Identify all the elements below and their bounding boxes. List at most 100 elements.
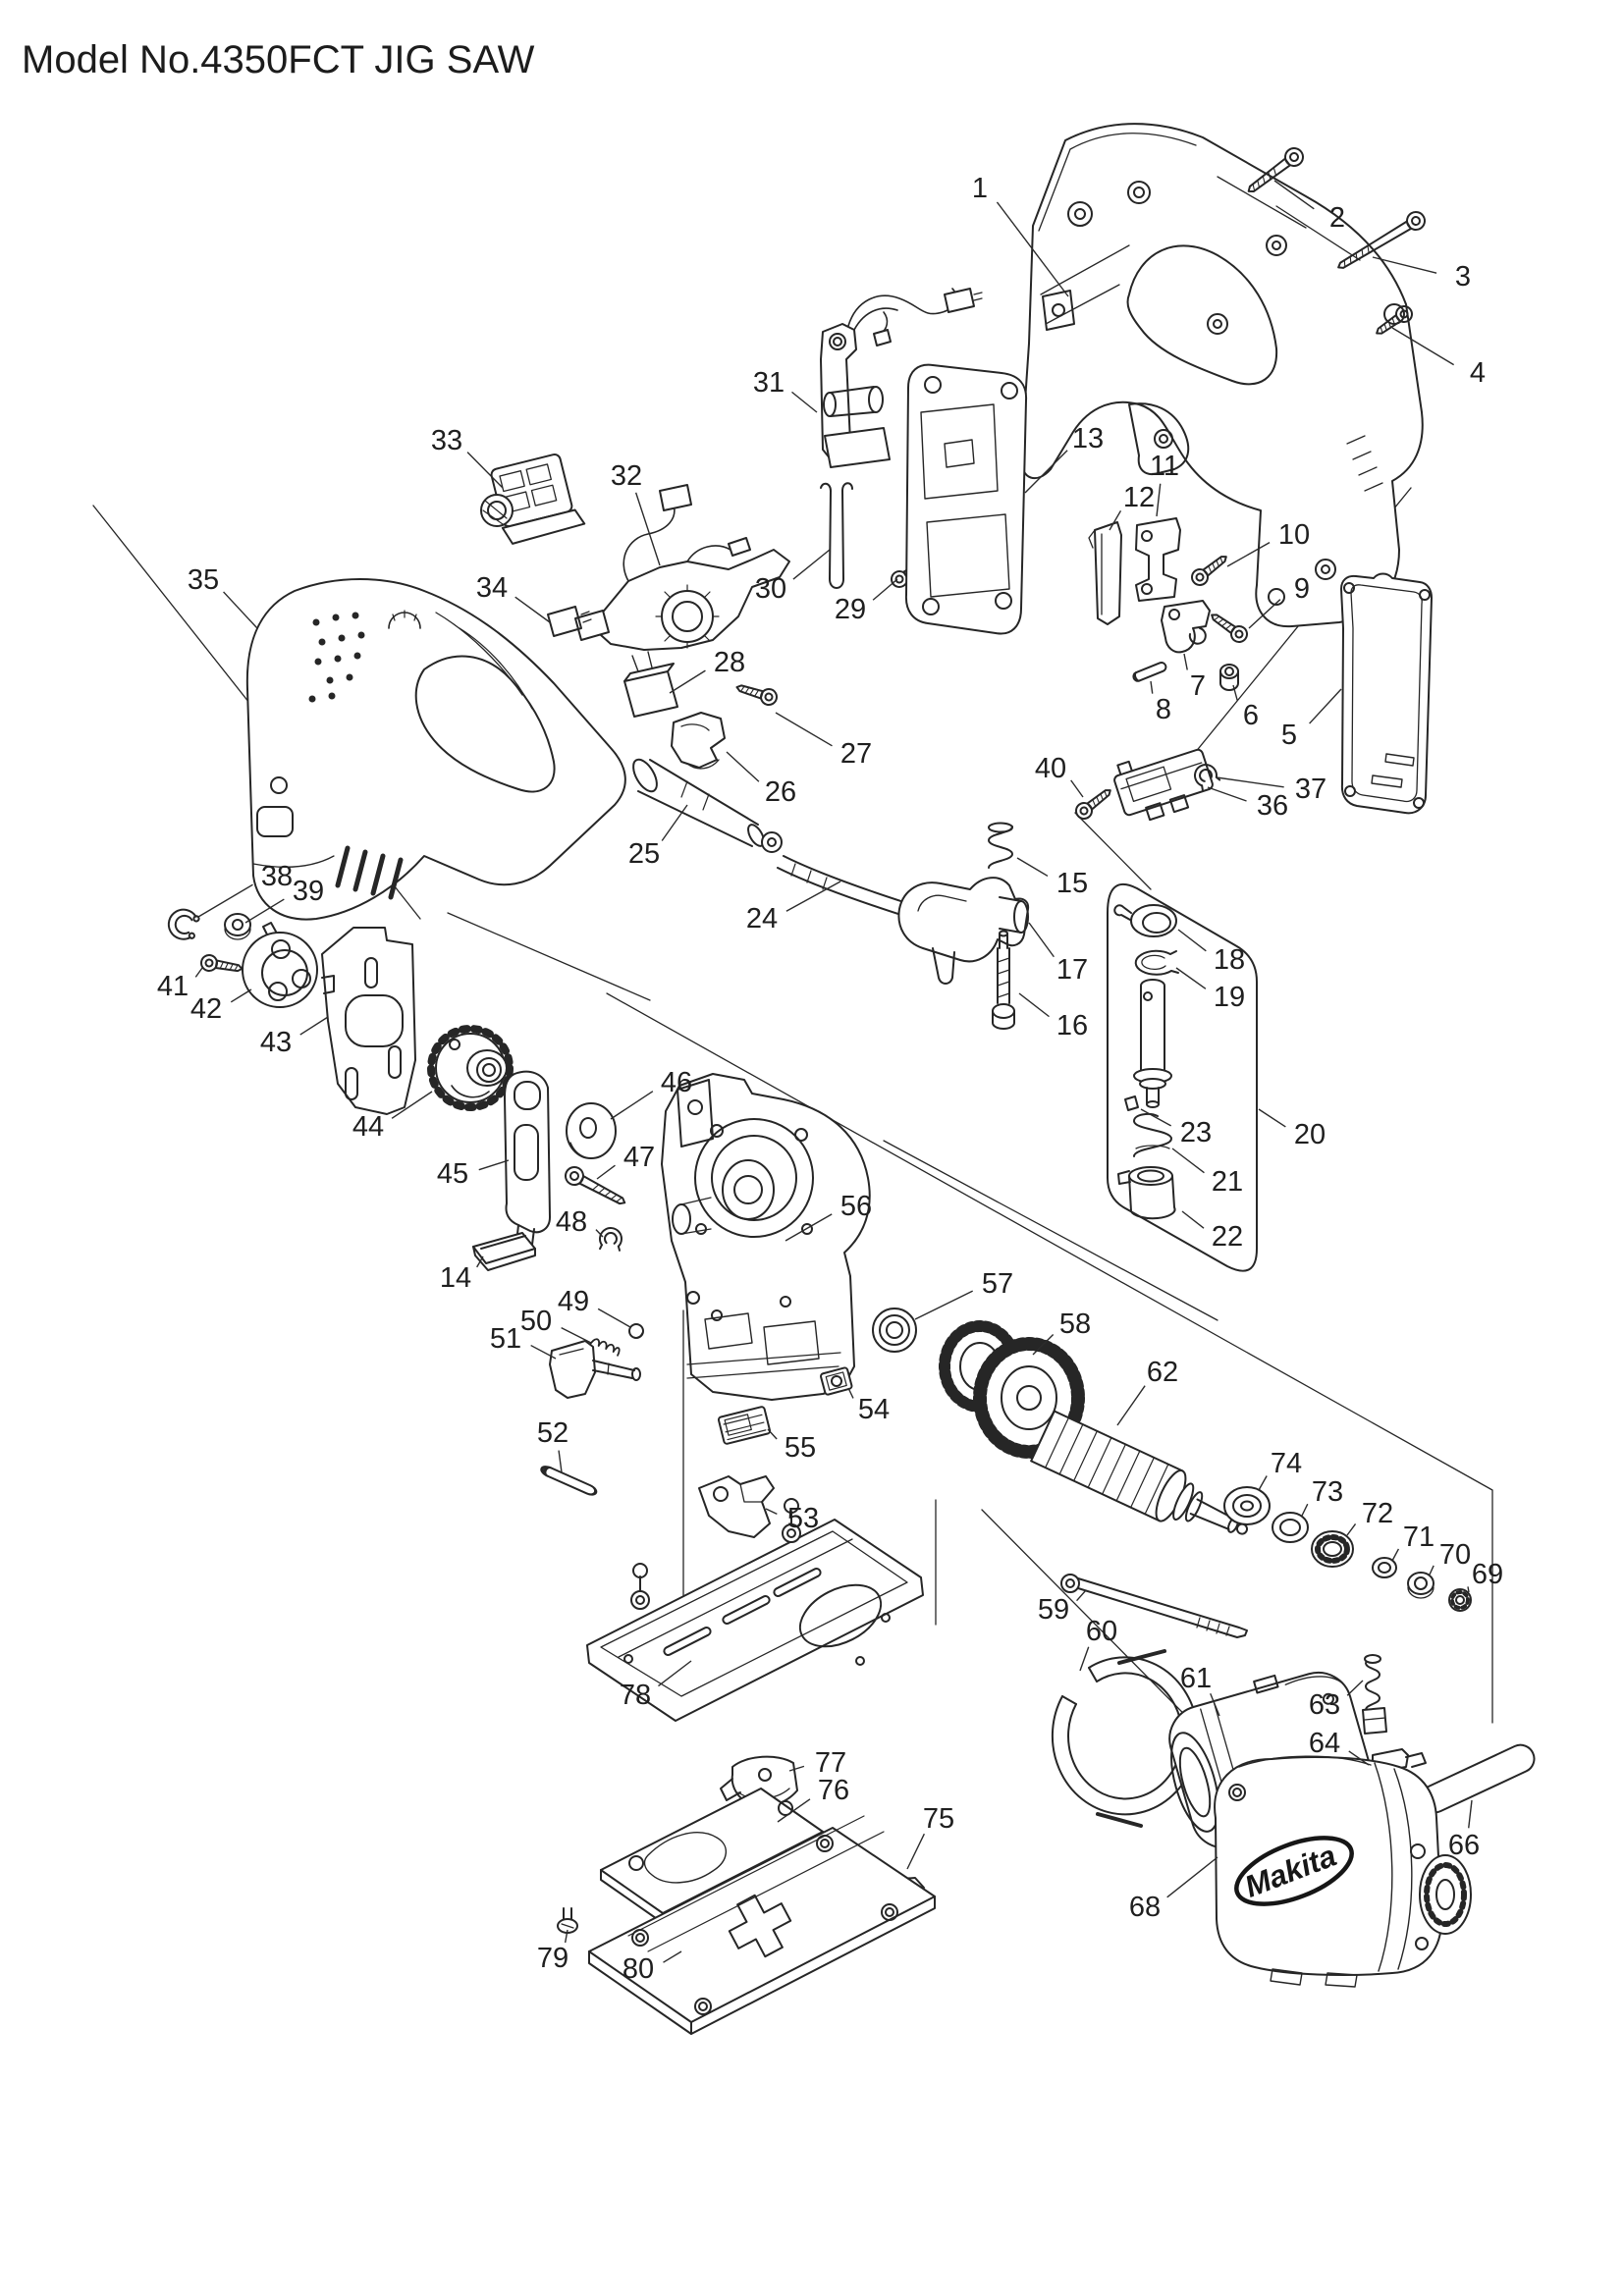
leader-19: [1175, 967, 1207, 989]
part-52-pin-drawing: [538, 1463, 599, 1499]
part-label-66: 66: [1448, 1830, 1480, 1861]
leader-17: [1028, 922, 1055, 958]
part-label-54: 54: [858, 1394, 890, 1425]
part-label-34: 34: [476, 572, 508, 604]
part-label-2: 2: [1329, 202, 1345, 234]
part-label-48: 48: [556, 1206, 587, 1238]
part-14-pad-drawing: [472, 1232, 536, 1271]
part-30-wire-clip-drawing: [820, 482, 853, 589]
leader-29: [872, 578, 898, 601]
part-label-60: 60: [1086, 1616, 1117, 1647]
part-label-6: 6: [1243, 700, 1259, 731]
leader-60: [1079, 1646, 1090, 1672]
part-label-59: 59: [1038, 1594, 1069, 1626]
leader-80: [663, 1950, 682, 1963]
part-label-51: 51: [490, 1323, 521, 1355]
part-26-clamp-drawing: [671, 712, 726, 770]
part-label-43: 43: [260, 1027, 292, 1058]
part-label-72: 72: [1362, 1498, 1393, 1529]
part-label-15: 15: [1056, 868, 1088, 899]
part-label-32: 32: [611, 460, 642, 492]
leader-46: [610, 1091, 654, 1120]
leader-44: [391, 1091, 433, 1119]
leader-7: [1183, 653, 1188, 670]
part-label-9: 9: [1294, 573, 1310, 605]
part-label-61: 61: [1180, 1663, 1212, 1694]
leader-13: [1024, 450, 1068, 494]
part-12-plate-drawing: [1088, 521, 1122, 625]
part-label-55: 55: [785, 1432, 816, 1464]
part-27-screw-drawing: [733, 678, 780, 708]
leader-20: [1258, 1108, 1286, 1128]
leader-38: [197, 883, 253, 918]
leader-5: [1309, 688, 1342, 724]
leader-39: [244, 898, 285, 924]
part-label-11: 11: [1150, 451, 1179, 482]
part-label-40: 40: [1035, 753, 1066, 784]
leader-40: [1070, 779, 1084, 798]
part-57-bearing-drawing: [872, 1308, 917, 1353]
leader-1: [996, 201, 1069, 297]
leader-74: [1258, 1475, 1268, 1491]
leader-64: [1348, 1750, 1370, 1766]
part-69-lock-washer-drawing: [1448, 1588, 1472, 1612]
part-label-24: 24: [746, 903, 778, 934]
leader-54: [847, 1387, 854, 1399]
leader-58: [1032, 1334, 1055, 1356]
part-label-30: 30: [755, 573, 786, 605]
part-label-10: 10: [1278, 519, 1310, 551]
part-label-37: 37: [1295, 774, 1326, 805]
leader-36: [1207, 786, 1247, 802]
part-label-17: 17: [1056, 954, 1088, 986]
part-label-70: 70: [1439, 1539, 1471, 1571]
leader-66: [1468, 1799, 1473, 1829]
part-label-1: 1: [972, 173, 988, 204]
leader-59: [1076, 1589, 1087, 1602]
part-6-nut-drawing: [1219, 664, 1239, 691]
leader-15: [1016, 857, 1049, 878]
part-55-insulator-drawing: [717, 1406, 772, 1445]
part-5-gasket-drawing: [1340, 572, 1433, 815]
leader-2: [1273, 180, 1315, 210]
part-31-lever-wire-drawing: [820, 288, 983, 468]
part-36-latch-drawing: [1113, 748, 1214, 822]
part-53-holder-drawing: [698, 1475, 775, 1538]
leader-68: [1166, 1856, 1218, 1898]
leader-52: [558, 1450, 563, 1473]
part-8-pin-drawing: [1130, 660, 1168, 684]
part-label-68: 68: [1129, 1892, 1161, 1923]
part-label-62: 62: [1147, 1357, 1178, 1388]
leader-57: [914, 1290, 973, 1320]
part-label-21: 21: [1212, 1166, 1243, 1198]
leader-lines: [194, 180, 1473, 1963]
leader-27: [775, 712, 833, 747]
leader-63: [1346, 1680, 1364, 1696]
part-34-terminal-drawing: [547, 606, 610, 641]
leader-72: [1346, 1522, 1357, 1536]
part-label-35: 35: [188, 564, 219, 596]
part-1-housing-right-drawing: [1020, 123, 1424, 628]
part-label-36: 36: [1257, 790, 1288, 822]
part-label-8: 8: [1156, 694, 1171, 725]
part-21-spring-drawing: [1133, 1112, 1172, 1157]
part-label-57: 57: [982, 1268, 1013, 1300]
part-11-bracket-drawing: [1135, 517, 1181, 602]
leader-71: [1391, 1548, 1400, 1562]
part-label-80: 80: [623, 1953, 654, 1985]
leader-62: [1116, 1385, 1146, 1426]
leader-78: [658, 1660, 692, 1687]
part-label-77: 77: [815, 1747, 846, 1779]
leader-53: [765, 1508, 778, 1516]
part-7-bracket-drawing: [1161, 600, 1211, 654]
leader-9: [1248, 599, 1281, 629]
leader-33: [466, 452, 504, 489]
part-70-bushing-drawing: [1407, 1572, 1435, 1599]
part-39-bushing-drawing: [224, 913, 251, 940]
leader-31: [791, 391, 818, 413]
part-label-50: 50: [520, 1306, 552, 1337]
part-13-switch-mount-drawing: [904, 363, 1028, 635]
part-label-28: 28: [714, 647, 745, 678]
part-17-roller-holder-drawing: [897, 877, 1030, 985]
part-25-boot-drawing: [632, 758, 765, 847]
leader-70: [1429, 1565, 1435, 1575]
